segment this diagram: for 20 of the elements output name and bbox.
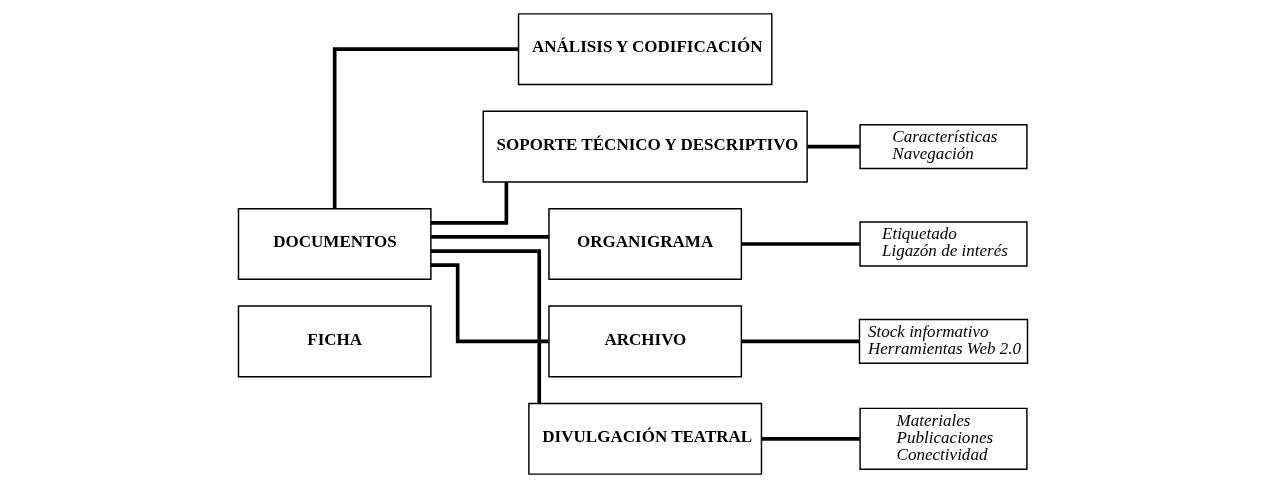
connector [431,234,549,239]
node-box: DOCUMENTOS [237,207,432,280]
node-box: SOPORTE TÉCNICO Y DESCRIPTIVO [482,110,808,183]
connector [430,248,542,403]
connector [741,241,860,246]
node-box: ANÁLISIS Y CODIFICACIÓN [517,12,773,85]
connector [741,339,860,343]
node-box: Etiquetado Ligazón de interés [859,220,1028,267]
connector [430,262,549,343]
node-box: Características Navegación [859,123,1028,169]
node-box: Stock informativo Herramientas Web 2.0 [858,318,1029,364]
connector [807,144,861,148]
node-box: ORGANIGRAMA [548,207,743,280]
node-box: DIVULGACIÓN TEATRAL [528,402,763,475]
node-box: Materiales Publicaciones Conectividad [859,407,1028,470]
connector [332,46,519,208]
node-box: ARCHIVO [548,304,743,377]
connector [431,181,509,225]
node-box: FICHA [237,304,432,377]
connector [761,436,860,441]
